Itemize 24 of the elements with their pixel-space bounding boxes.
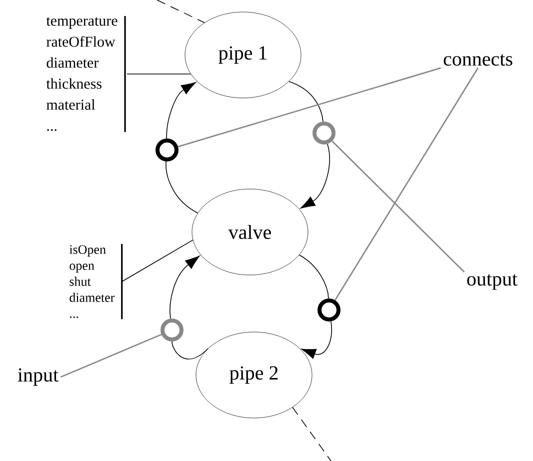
leader-line: [334, 68, 479, 301]
callout-label: input: [18, 368, 58, 386]
leader-line: [332, 140, 465, 273]
leader-line: [121, 240, 194, 282]
connector-ring: [312, 122, 336, 144]
connector-ring: [160, 318, 184, 342]
connector-ring: [156, 138, 178, 162]
dashed-line: [156, 0, 205, 24]
attribute-list: temperature rateOfFlow diameter thickness material ...: [46, 17, 118, 131]
leader-line: [60, 334, 162, 378]
arrow: [166, 82, 196, 139]
arrow: [301, 320, 332, 359]
leader-line: [298, 254, 329, 299]
leader-line: [178, 67, 442, 148]
leader-line: [166, 161, 198, 214]
callout-label: connects: [444, 54, 512, 66]
arrow: [170, 256, 200, 319]
dashed-line: [292, 406, 332, 461]
connector-ring: [318, 298, 340, 322]
callout-label: output: [467, 274, 518, 290]
leader-line: [288, 81, 324, 122]
leader-line: [172, 341, 208, 360]
arrow: [300, 144, 330, 209]
attribute-list: isOpen open shut diameter ...: [69, 245, 115, 318]
